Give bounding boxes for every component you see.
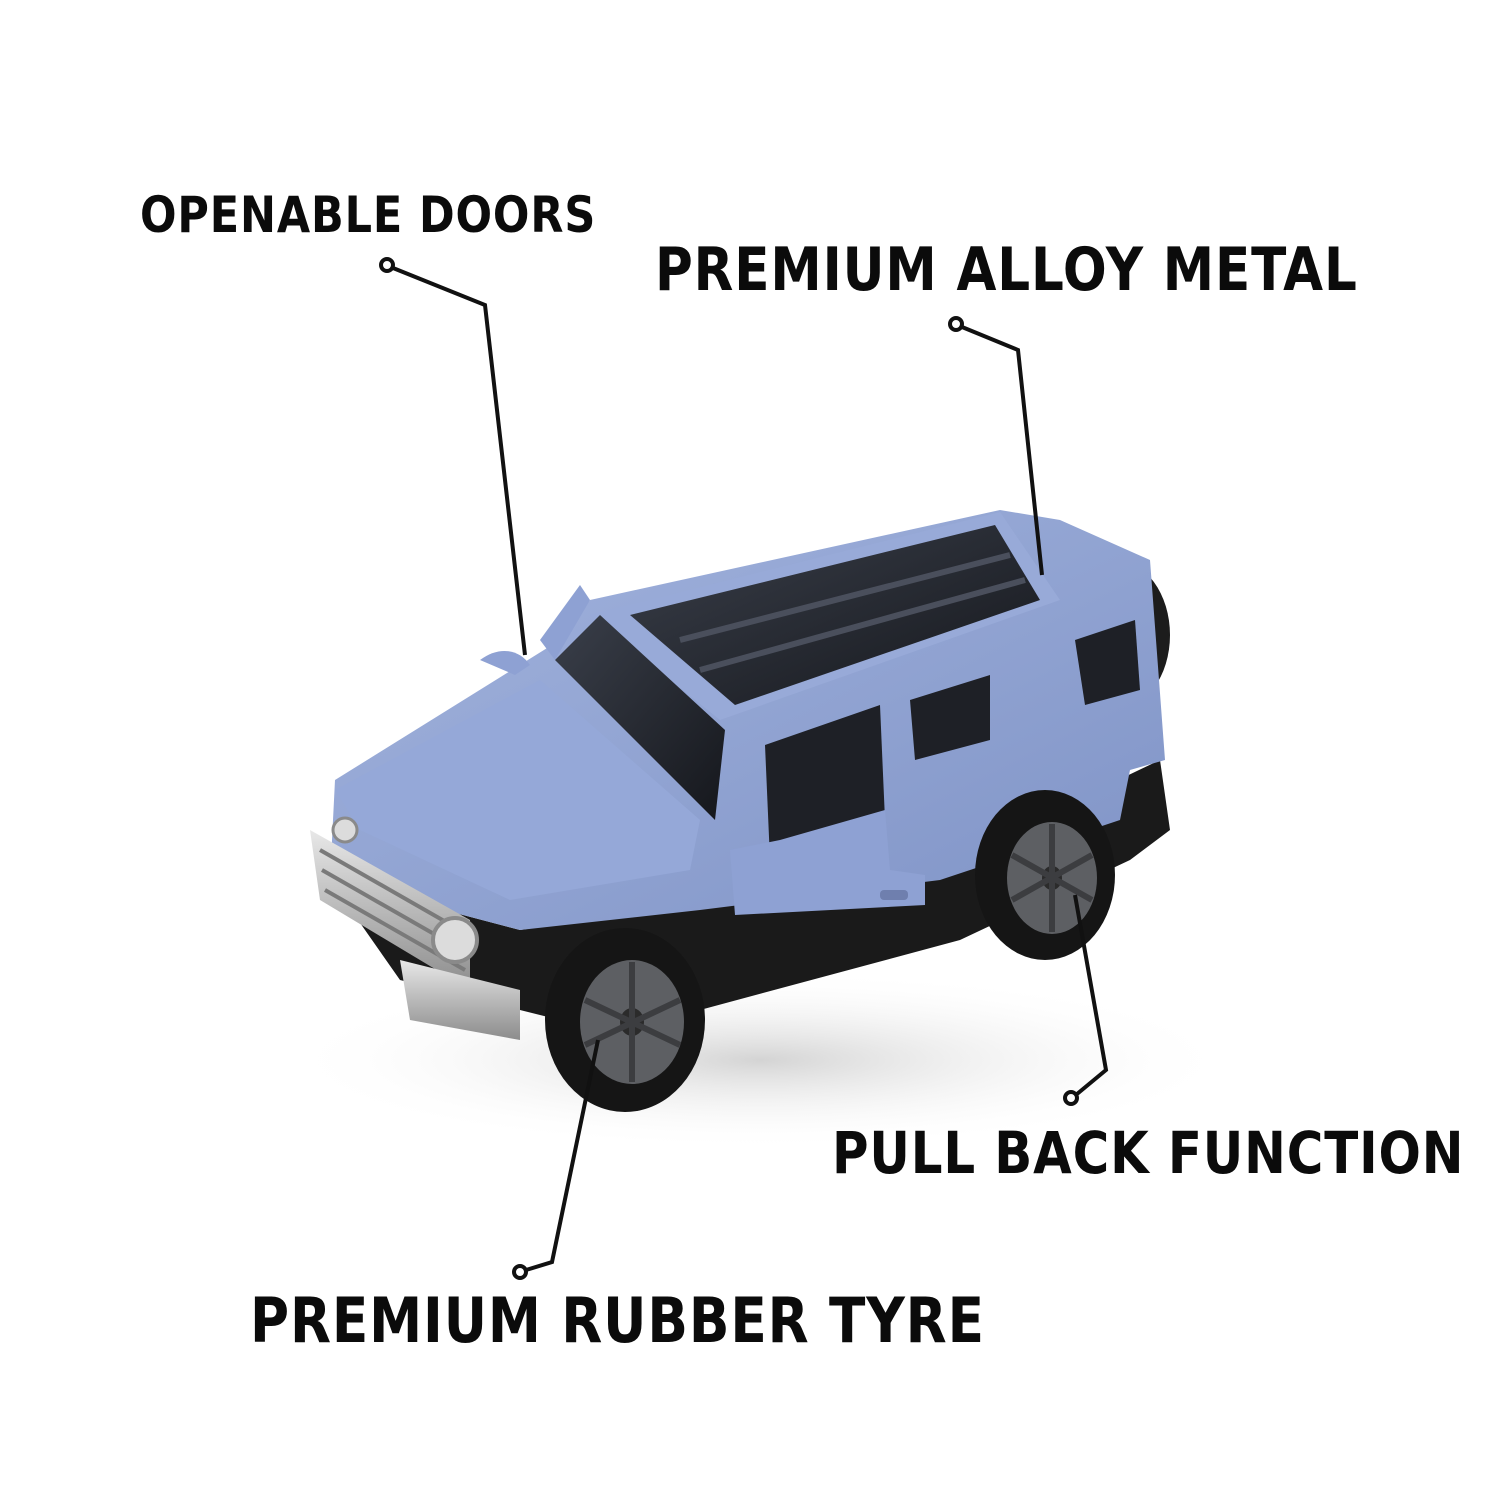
callout-pull-back-function: PULL BACK FUNCTION xyxy=(832,1119,1465,1187)
headlight-right xyxy=(331,816,359,844)
callout-premium-rubber-tyre: PREMIUM RUBBER TYRE xyxy=(250,1284,985,1357)
callout-premium-alloy-metal: PREMIUM ALLOY METAL xyxy=(655,235,1358,305)
side-window-back xyxy=(1075,620,1140,705)
rear-wheel xyxy=(975,790,1115,960)
body-cladding xyxy=(330,760,1170,1020)
side-window-rear xyxy=(910,675,990,760)
open-door xyxy=(730,810,925,915)
callout-openable-doors: OPENABLE DOORS xyxy=(140,186,597,244)
car-hood xyxy=(335,680,700,900)
headlight-left xyxy=(431,916,479,964)
leader-line-alloy xyxy=(948,316,1044,576)
windshield xyxy=(555,615,725,820)
leader-line-doors xyxy=(379,257,527,656)
leader-line-tyre xyxy=(512,1039,600,1280)
side-mirror xyxy=(480,650,530,675)
leader-line-pull xyxy=(1063,894,1109,1106)
front-wheel xyxy=(545,928,705,1112)
front-bumper xyxy=(400,960,520,1040)
